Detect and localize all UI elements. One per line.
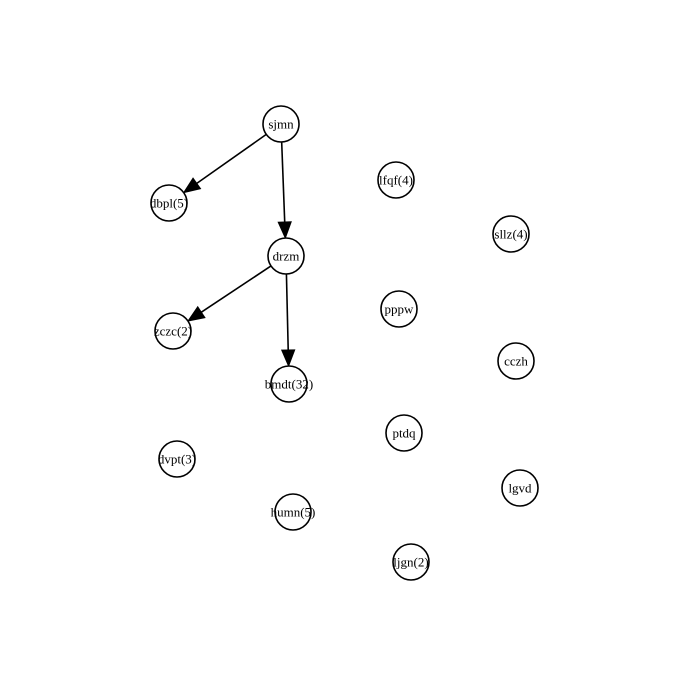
node-label: zczc(2) (154, 324, 192, 339)
node-pppw: pppw (380, 290, 418, 328)
edge-drzm-to-zczc (186, 265, 272, 322)
node-zczc: zczc(2) (154, 312, 192, 350)
node-ptdq: ptdq (385, 414, 423, 452)
edge-line (280, 141, 286, 223)
node-sjmn: sjmn (262, 105, 300, 143)
node-circle (377, 161, 415, 199)
node-circle (380, 290, 418, 328)
node-lfqf: lfqf(4) (377, 161, 415, 199)
edge-line (200, 265, 272, 313)
arrowhead-icon (280, 349, 296, 368)
arrowhead-icon (277, 221, 292, 240)
node-label: lfqf(4) (379, 173, 413, 188)
node-circle (150, 184, 188, 222)
node-circle (501, 469, 539, 507)
node-circle (262, 105, 300, 143)
node-label: dbpl(5) (150, 196, 188, 211)
node-label: sllz(4) (494, 227, 527, 242)
node-ljgn: ljgn(2) (392, 543, 430, 581)
node-label: bmdt(32) (265, 377, 313, 392)
node-bmdt: bmdt(32) (265, 365, 313, 403)
node-lgvd: lgvd (501, 469, 539, 507)
node-drzm: drzm (267, 237, 305, 275)
node-label: drzm (273, 249, 300, 264)
node-circle (274, 493, 312, 531)
node-circle (392, 543, 430, 581)
node-circle (267, 237, 305, 275)
node-circle (492, 215, 530, 253)
node-label: ptdq (392, 426, 416, 441)
node-label: ljgn(2) (393, 555, 428, 570)
node-sllz: sllz(4) (492, 215, 530, 253)
node-cczh: cczh (497, 342, 535, 380)
node-label: pppw (385, 302, 415, 317)
arrowhead-icon (186, 305, 206, 322)
edge-sjmn-to-drzm (277, 141, 292, 240)
node-dvpt: dvpt(3) (158, 440, 196, 478)
node-label: lgvd (508, 481, 532, 496)
node-label: humn(5) (271, 505, 316, 520)
node-dbpl: dbpl(5) (150, 184, 188, 222)
node-humn: humn(5) (271, 493, 316, 531)
node-label: cczh (504, 354, 528, 369)
edge-line (285, 273, 290, 351)
node-circle (154, 312, 192, 350)
node-circle (385, 414, 423, 452)
edges-layer (182, 133, 296, 368)
edge-line (196, 133, 267, 185)
node-circle (158, 440, 196, 478)
edge-sjmn-to-dbpl (182, 133, 267, 194)
edge-drzm-to-bmdt (280, 273, 296, 368)
node-label: dvpt(3) (158, 452, 196, 467)
arrowhead-icon (182, 177, 202, 194)
node-circle (497, 342, 535, 380)
nodes-layer: sjmn lfqf(4) dbpl(5) sllz(4) drzm pppw zczc(2)… (150, 105, 539, 581)
node-label: sjmn (268, 117, 294, 132)
node-circle (270, 365, 308, 403)
